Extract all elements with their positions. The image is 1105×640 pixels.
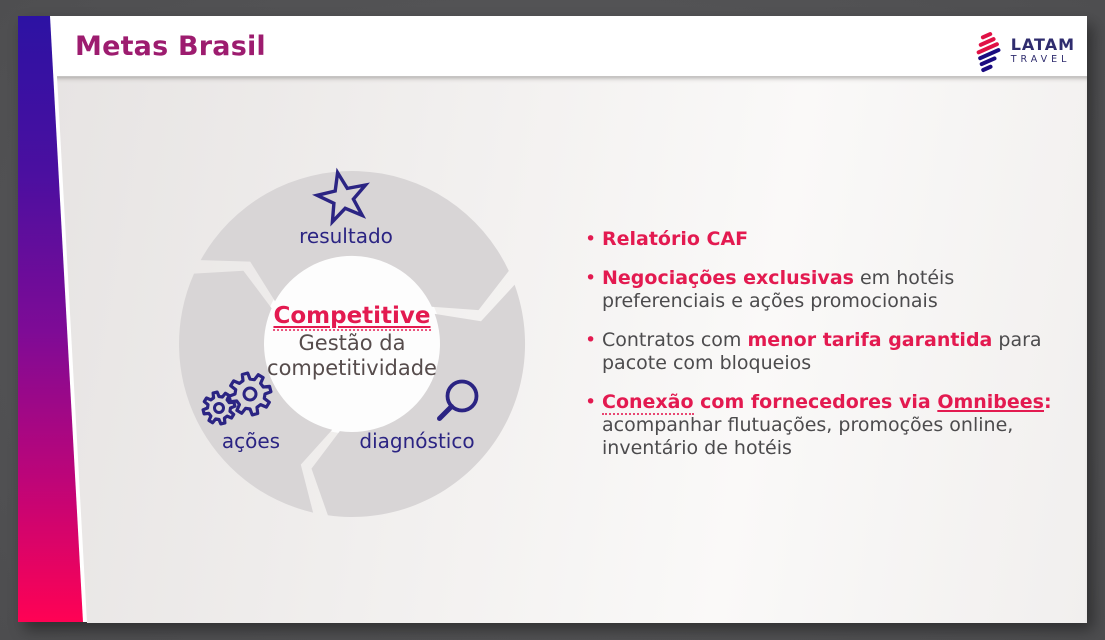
latam-logo-text: LATAM TRAVEL bbox=[1011, 37, 1075, 65]
diagram-center-title: Competitive bbox=[273, 303, 431, 332]
bullet-marker: • bbox=[585, 329, 597, 351]
logo-sub: TRAVEL bbox=[1010, 54, 1071, 66]
diagram-center-sub2: competitividade bbox=[267, 356, 437, 381]
bullet-item: •Relatório CAF bbox=[585, 228, 749, 250]
diagram-center-sub1: Gestão da bbox=[298, 331, 406, 356]
magnifier-icon bbox=[437, 379, 479, 421]
diagram-label-diagnostico: diagnóstico bbox=[359, 429, 475, 453]
bullet-item: •Contratos com menor tarifa garantida pa… bbox=[585, 329, 1042, 374]
cycle-donut bbox=[179, 170, 526, 517]
star-icon bbox=[312, 167, 370, 227]
latam-logo-icon bbox=[976, 32, 1001, 72]
latam-logo: LATAM TRAVEL bbox=[972, 29, 1075, 73]
bullet-marker: • bbox=[585, 228, 597, 250]
bullet-item: •Conexão com fornecedores via Omnibees:a… bbox=[585, 391, 1052, 459]
diagram-label-acoes: ações bbox=[221, 429, 281, 453]
slide-canvas: Metas Brasil LATAM TRAVEL bbox=[18, 16, 1087, 623]
page-title: Metas Brasil bbox=[75, 31, 266, 62]
logo-brand: LATAM bbox=[1010, 35, 1075, 55]
bullet-marker: • bbox=[585, 391, 597, 413]
bullet-list: •Relatório CAF •Negociações exclusivas em… bbox=[585, 228, 1052, 476]
gears-icon bbox=[201, 371, 273, 426]
diagram-label-resultado: resultado bbox=[299, 224, 393, 248]
diagram-center: Competitive Gestão da competitividade bbox=[267, 303, 437, 381]
bullet-marker: • bbox=[585, 267, 597, 289]
